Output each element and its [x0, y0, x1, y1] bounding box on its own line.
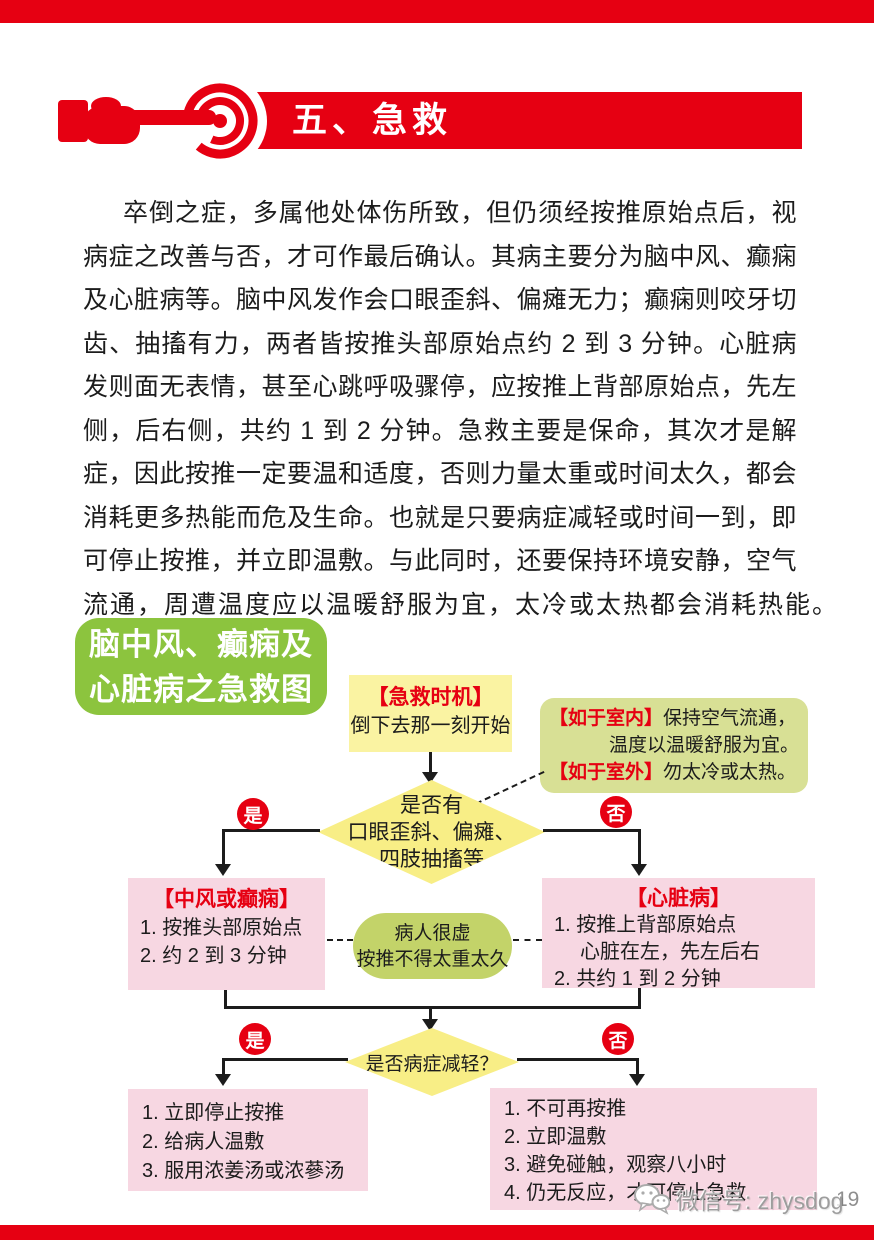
paragraph-line: 症，因此按推一定要温和适度，否则力量太重或时间太久，都会 [83, 460, 798, 488]
page-number: 19 [836, 1188, 860, 1211]
flowchart-title-line1: 脑中风、癫痫及 [89, 627, 313, 662]
heart-box-item: 1. 按推上背部原始点 [554, 914, 737, 936]
connector-line [224, 990, 227, 1008]
not-relieved-item: 4. 仍无反应，才可停止急救 [504, 1182, 747, 1204]
stroke-box-title: 【中风或癫痫】 [153, 888, 300, 911]
arrowhead [215, 864, 231, 876]
section-title: 五、急救 [292, 101, 453, 140]
hand-press-spiral-icon [54, 74, 274, 168]
paragraph-line: 齿、抽搐有力，两者皆按推头部原始点约 2 到 3 分钟。心脏病 [83, 329, 797, 358]
arrowhead [422, 772, 438, 784]
outdoor-text: 勿太冷或太热。 [663, 762, 797, 783]
connector-line [222, 1058, 225, 1076]
connector-line [429, 1008, 432, 1022]
connector-line [638, 829, 641, 867]
paragraph-line: 卒倒之症，多属他处体伤所致，但仍须经按推原始点后，视 [123, 199, 797, 227]
decision-relief-diamond: 是否病症减轻？ [345, 1028, 519, 1096]
stroke-box-item: 1. 按推头部原始点 [140, 917, 303, 939]
decision1-line2: 口眼歪斜、偏瘫、 [347, 820, 516, 844]
environment-note-box: 【如于室内】保持空气流通， 温度以温暖舒服为宜。 【如于室外】勿太冷或太热。 [540, 698, 808, 793]
heart-box-item: 2. 共约 1 到 2 分钟 [554, 968, 721, 990]
yes-badge: 是 [237, 798, 269, 830]
paragraph-line: 可停止按推，并立即温敷。与此同时，还要保持环境安静，空气 [83, 547, 798, 575]
flowchart-title: 脑中风、癫痫及 心脏病之急救图 [75, 618, 327, 715]
indoor-text2: 温度以温暖舒服为宜。 [608, 735, 799, 756]
paragraph-line: 侧，后右侧，共约 1 到 2 分钟。急救主要是保命，其次才是解 [83, 416, 797, 445]
heart-box-title: 【心脏病】 [626, 887, 731, 910]
section-header-banner: 五、急救 [190, 92, 802, 149]
flowchart-title-line2: 心脏病之急救图 [89, 672, 313, 707]
dashed-connector [513, 939, 542, 941]
outdoor-label: 【如于室外】 [549, 762, 664, 783]
indoor-text: 保持空气流通， [663, 708, 797, 729]
decision-symptoms-diamond: 是否有 口眼歪斜、偏瘫、 四肢抽搐等 [318, 780, 545, 884]
no-badge: 否 [600, 796, 632, 828]
decision2-text: 是否病症减轻？ [365, 1053, 499, 1075]
connector-line [429, 752, 432, 776]
watermark-text: 微信号: zhysdog [676, 1188, 844, 1214]
connector-line [517, 1058, 639, 1061]
relieved-item: 3. 服用浓姜汤或浓蔘汤 [142, 1160, 345, 1182]
weak-note-line1: 病人很虚 [394, 923, 471, 944]
arrowhead [422, 1019, 438, 1031]
arrowhead [631, 864, 647, 876]
not-relieved-item: 1. 不可再按推 [504, 1098, 627, 1120]
decision1-line3: 四肢抽搐等 [379, 847, 484, 871]
heart-disease-box: 【心脏病】 1. 按推上背部原始点 心脏在左，先左后右 2. 共约 1 到 2 … [542, 878, 815, 990]
timing-box-label: 【急救时机】 [367, 686, 494, 709]
environment-indoor-line: 【如于室内】保持空气流通， [549, 705, 799, 732]
relieved-item: 2. 给病人温敷 [142, 1131, 265, 1153]
not-relieved-item: 3. 避免碰触，观察八小时 [504, 1154, 727, 1176]
no-badge: 否 [602, 1023, 634, 1055]
timing-box: 【急救时机】 倒下去那一刻开始 [349, 675, 512, 752]
connector-line [224, 1006, 641, 1009]
heart-box-item: 心脏在左，先左后右 [580, 941, 760, 963]
symptom-relieved-box: 1. 立即停止按推 2. 给病人温敷 3. 服用浓姜汤或浓蔘汤 [128, 1089, 368, 1191]
relieved-item: 1. 立即停止按推 [142, 1102, 285, 1124]
paragraph-line: 发则面无表情，甚至心跳呼吸骤停，应按推上背部原始点，先左 [83, 373, 798, 401]
paragraph-line: 病症之改善与否，才可作最后确认。其病主要分为脑中风、癫痫 [83, 242, 798, 271]
timing-box-text: 倒下去那一刻开始 [350, 715, 511, 737]
environment-outdoor-line: 【如于室外】勿太冷或太热。 [549, 759, 799, 786]
arrowhead [215, 1074, 231, 1086]
yes-badge: 是 [239, 1023, 271, 1055]
paragraph-line: 流通，周遭温度应以温暖舒服为宜，太冷或太热都会消耗热能。 [83, 590, 840, 619]
weak-note-line2: 按推不得太重太久 [356, 949, 509, 970]
paragraph-line: 及心脏病等。脑中风发作会口眼歪斜、偏瘫无力；癫痫则咬牙切 [83, 286, 798, 314]
arrowhead [629, 1074, 645, 1086]
weak-patient-note: 病人很虚 按推不得太重太久 [353, 913, 512, 979]
not-relieved-item: 2. 立即温敷 [504, 1126, 607, 1148]
dashed-connector [327, 939, 353, 941]
connector-line [636, 1058, 639, 1076]
body-paragraph: 卒倒之症，多属他处体伤所致，但仍须经按推原始点后，视 病症之改善与否，才可作最后… [83, 192, 840, 627]
top-border [0, 0, 874, 23]
connector-line [543, 829, 641, 832]
wechat-icon [634, 1184, 670, 1215]
decision1-line1: 是否有 [400, 793, 463, 817]
indoor-label: 【如于室内】 [549, 708, 664, 729]
connector-line [222, 829, 225, 867]
watermark: 微信号: zhysdog [634, 1182, 843, 1216]
connector-line [638, 988, 641, 1008]
paragraph-line: 消耗更多热能而危及生命。也就是只要病症减轻或时间一到，即 [83, 503, 798, 532]
bottom-border [0, 1225, 874, 1240]
connector-line [222, 1058, 348, 1061]
connector-line [222, 829, 320, 832]
stroke-epilepsy-box: 【中风或癫痫】 1. 按推头部原始点 2. 约 2 到 3 分钟 [128, 878, 325, 990]
stroke-box-item: 2. 约 2 到 3 分钟 [140, 945, 287, 967]
